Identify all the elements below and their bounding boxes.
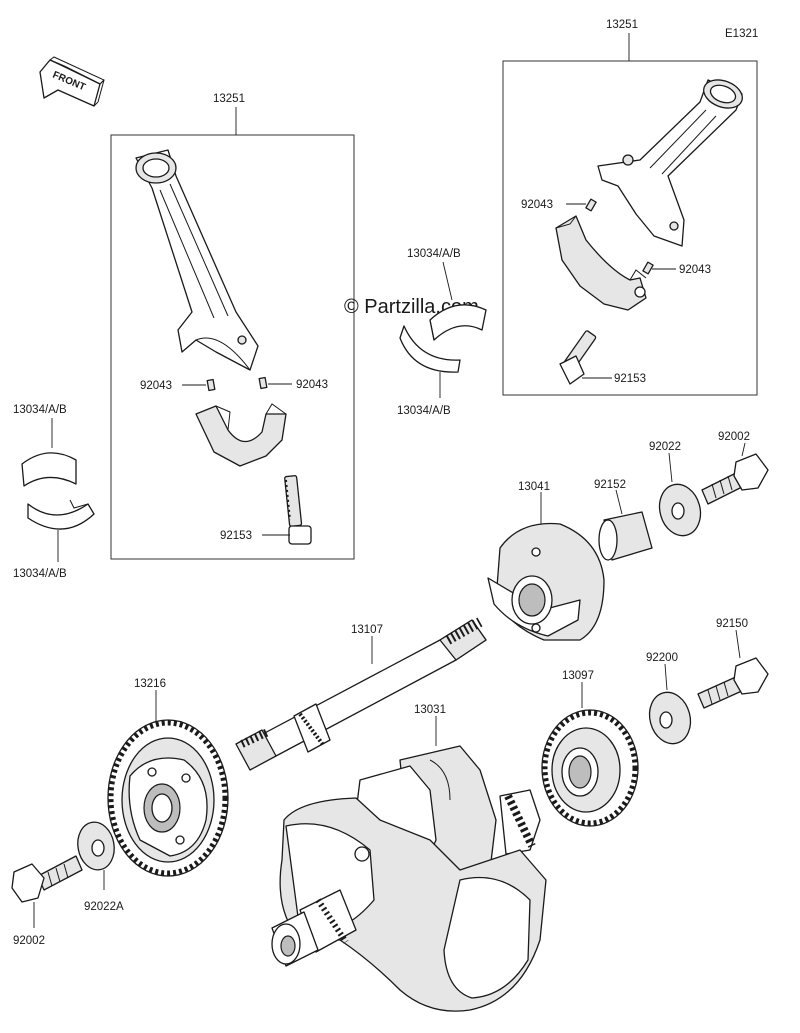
bearing-left-upper (21, 452, 77, 487)
bolt-lower-right (697, 657, 769, 709)
dowel-left-b (258, 376, 268, 390)
conrod-left-box (110, 134, 355, 560)
balancer-shaft (235, 617, 487, 771)
label-bearing-mid-top[interactable]: 13034/A/B (407, 248, 461, 260)
label-bolt-left[interactable]: 92153 (220, 530, 252, 542)
balancer-weight (487, 522, 605, 641)
crank-gear (541, 709, 639, 827)
conrod-right-cap (555, 215, 647, 311)
label-washer-top-right[interactable]: 92022 (649, 441, 681, 453)
label-dowel-right-a[interactable]: 92043 (521, 199, 553, 211)
bearing-mid-upper (429, 304, 487, 341)
crankshaft (271, 745, 547, 1012)
washer-lower-left (77, 821, 115, 871)
washer-lower-right (648, 691, 692, 745)
balancer-gear (107, 719, 229, 877)
front-arrow-icon: FRONT (39, 56, 105, 107)
label-bolt-right[interactable]: 92153 (614, 373, 646, 385)
label-conrod-left[interactable]: 13251 (213, 93, 245, 105)
label-balancer-shaft[interactable]: 13107 (351, 624, 383, 636)
diagram-code: E1321 (725, 28, 758, 40)
bearing-left-lower (27, 499, 95, 530)
bearing-mid-lower (399, 325, 461, 373)
label-crank-gear[interactable]: 13097 (562, 670, 594, 682)
collar (598, 511, 653, 561)
label-bearing-left-top[interactable]: 13034/A/B (13, 404, 67, 416)
bolt-right (559, 330, 597, 385)
conrod-right (597, 79, 743, 247)
conrod-left-cap (195, 403, 287, 467)
label-balancer-gear[interactable]: 13216 (134, 678, 166, 690)
label-bolt-lower-left[interactable]: 92002 (13, 935, 45, 947)
dowel-left-a (206, 378, 216, 392)
label-balancer-weight[interactable]: 13041 (518, 481, 550, 493)
label-bolt-lower-right[interactable]: 92150 (716, 618, 748, 630)
washer-top-right (658, 483, 702, 537)
bolt-left (284, 475, 312, 545)
label-bearing-mid-bottom[interactable]: 13034/A/B (397, 405, 451, 417)
label-conrod-right[interactable]: 13251 (606, 19, 638, 31)
label-washer-lower-right[interactable]: 92200 (646, 652, 678, 664)
label-bearing-left-bottom[interactable]: 13034/A/B (13, 568, 67, 580)
bolt-lower-left (11, 855, 83, 903)
dowel-right-a (585, 198, 597, 212)
label-dowel-left-b[interactable]: 92043 (296, 379, 328, 391)
bolt-top-right (701, 453, 769, 505)
label-washer-lower-left[interactable]: 92022A (84, 901, 124, 913)
dowel-right-b (642, 261, 654, 275)
label-dowel-left-a[interactable]: 92043 (140, 380, 172, 392)
label-crankshaft[interactable]: 13031 (414, 704, 446, 716)
conrod-left (135, 149, 259, 371)
label-dowel-right-b[interactable]: 92043 (679, 264, 711, 276)
label-bolt-top-right[interactable]: 92002 (718, 431, 750, 443)
conrod-right-box (502, 60, 758, 396)
label-collar[interactable]: 92152 (594, 479, 626, 491)
